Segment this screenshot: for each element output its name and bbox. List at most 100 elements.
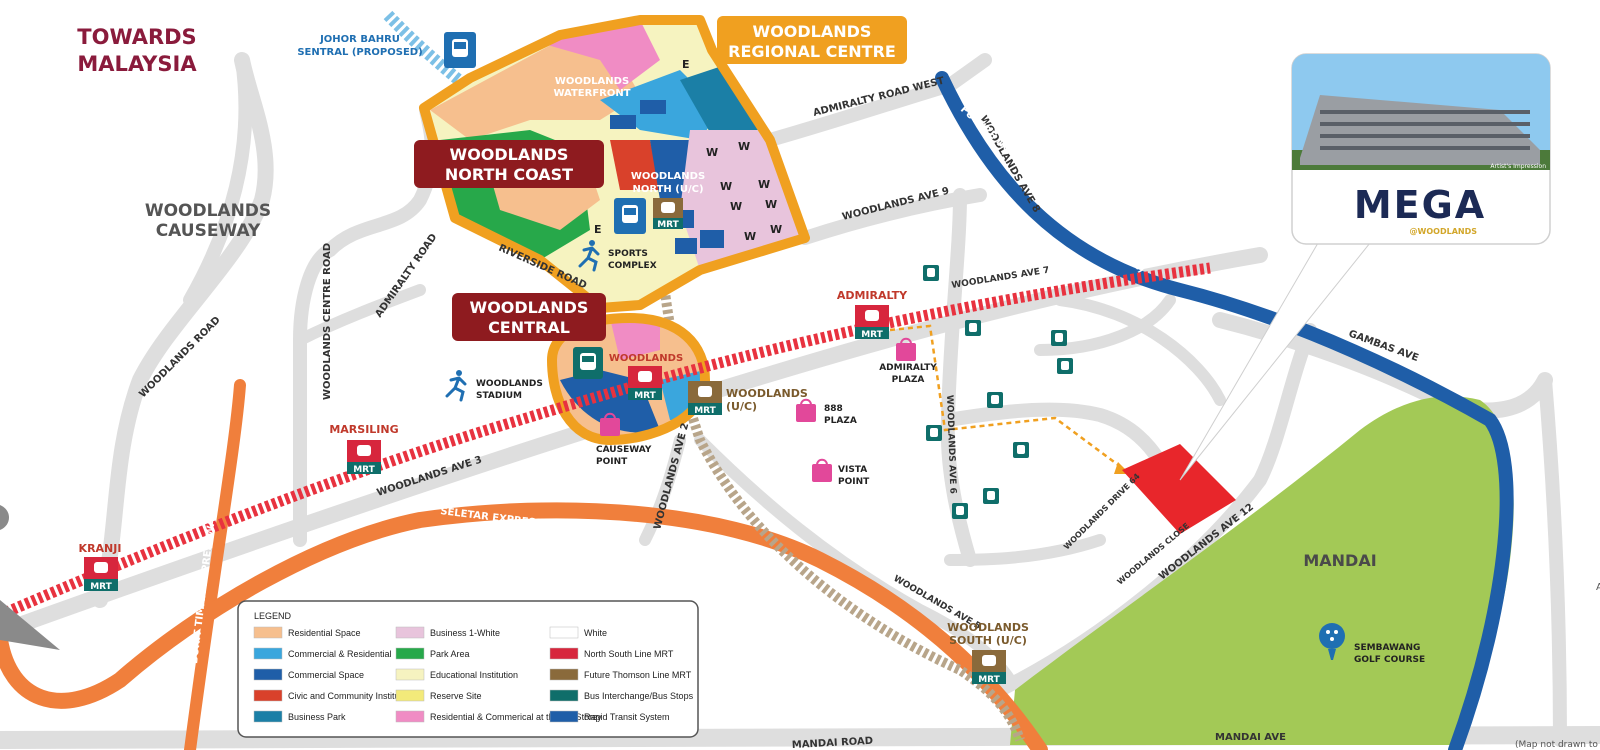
bus-stop-icon xyxy=(1013,442,1029,458)
central-badge: WOODLANDS CENTRAL xyxy=(452,293,606,341)
business-white-marker: W xyxy=(758,178,770,191)
business-white-marker: W xyxy=(720,180,732,193)
causeway-point-line1: CAUSEWAY xyxy=(596,445,652,455)
bus-interchange-jb-icon xyxy=(444,32,476,68)
legend-item-label: Business Park xyxy=(288,712,346,722)
plaza-888-line1: 888 xyxy=(824,404,843,414)
causeway-line1: WOODLANDS xyxy=(145,201,271,221)
mrt-badges: MRT MRT MRT MRT MRT MRT xyxy=(84,198,1006,685)
footnote: (Map not drawn to xyxy=(1515,740,1598,750)
legend-swatch xyxy=(253,626,283,639)
legend-swatch xyxy=(253,689,283,702)
north-coast-badge: WOODLANDS NORTH COAST xyxy=(414,140,604,188)
business-white-marker: W xyxy=(770,223,782,236)
business-white-marker: W xyxy=(706,146,718,159)
mega-logo-sub: @WOODLANDS xyxy=(1410,227,1478,236)
bus-stop-icon xyxy=(1051,330,1067,346)
bus-stop-icon xyxy=(965,320,981,336)
mega-site-parcel[interactable] xyxy=(1122,444,1236,534)
legend-item-label: Park Area xyxy=(430,649,470,659)
mrt-marsiling-icon: MRT xyxy=(347,440,381,475)
business-white-marker: W xyxy=(738,140,750,153)
shopping-bag-icon xyxy=(600,412,620,436)
mega-promo-card[interactable]: Artist's Impression MEGA @WOODLANDS xyxy=(1291,53,1551,245)
legend-swatch xyxy=(549,710,579,723)
legend-item-label: North South Line MRT xyxy=(584,649,674,659)
golf-ball-icon xyxy=(1319,623,1345,660)
sports-complex-line1: SPORTS xyxy=(608,249,648,259)
station-kranji-label: KRANJI xyxy=(79,542,122,555)
mandai-label: MANDAI xyxy=(1303,551,1376,570)
road-admiralty-road: ADMIRALTY ROAD xyxy=(373,232,439,320)
legend-swatch xyxy=(253,710,283,723)
sports-complex-line2: COMPLEX xyxy=(608,261,657,271)
legend-item-label: Civic and Community Institution xyxy=(288,691,414,701)
legend-swatch xyxy=(549,668,579,681)
rc-outline xyxy=(419,15,810,313)
shopping-bag-icon xyxy=(796,398,816,422)
edge-letter: A xyxy=(1596,582,1600,593)
bus-interchange-north-icon xyxy=(614,198,646,234)
road-woodlands-ave-7: WOODLANDS AVE 7 xyxy=(951,266,1050,291)
legend-swatch xyxy=(253,647,283,660)
svg-text:CENTRAL: CENTRAL xyxy=(488,318,570,337)
mrt-admiralty-icon: MRT xyxy=(855,305,889,340)
legend-item-label: Rapid Transit System xyxy=(584,712,670,722)
road-mandai-road: MANDAI ROAD xyxy=(792,736,874,750)
bus-stop-icon xyxy=(987,392,1003,408)
station-woodlands-south-line2: SOUTH (U/C) xyxy=(949,634,1027,647)
photo-caption: Artist's Impression xyxy=(1490,163,1546,170)
legend-swatch xyxy=(395,668,425,681)
legend-item-label: White xyxy=(584,628,607,638)
shopping-bag-icon xyxy=(896,337,916,361)
jb-sentral-line2: SENTRAL (PROPOSED) xyxy=(297,47,422,58)
station-admiralty-label: ADMIRALTY xyxy=(837,289,908,302)
svg-text:MRT: MRT xyxy=(978,675,1000,685)
edge-arrow-icon xyxy=(0,600,60,650)
legend-title: LEGEND xyxy=(254,611,292,621)
legend-swatch xyxy=(549,689,579,702)
legend-item-label: Business 1-White xyxy=(430,628,500,638)
svg-text:MRT: MRT xyxy=(634,391,656,401)
svg-text:WOODLANDS: WOODLANDS xyxy=(753,22,872,41)
mrt-woodlands-south-icon: MRT xyxy=(972,650,1006,685)
vista-point-line1: VISTA xyxy=(838,465,867,475)
towards-malaysia-line1: TOWARDS xyxy=(77,25,196,49)
legend-item-label: Bus Interchange/Bus Stops xyxy=(584,691,694,701)
legend-swatch xyxy=(395,626,425,639)
education-marker: E xyxy=(594,223,602,236)
svg-text:WOODLANDS: WOODLANDS xyxy=(470,298,589,317)
mrt-woodlands-icon: MRT xyxy=(628,366,662,401)
admiralty-plaza-line2: PLAZA xyxy=(892,375,925,385)
walkway-route xyxy=(889,324,1126,472)
svg-text:MRT: MRT xyxy=(694,406,716,416)
mrt-woodlands-tel-icon: MRT xyxy=(688,381,722,416)
mandai-area xyxy=(1010,396,1514,745)
station-labels: KRANJI MARSILING WOODLANDS WOODLANDS (U/… xyxy=(79,171,1029,647)
bus-stop-icon xyxy=(923,265,939,281)
legend-item-label: Residential & Commerical at the 1st Stor… xyxy=(430,712,602,722)
place-labels: JOHOR BAHRU SENTRAL (PROPOSED) SPORTS CO… xyxy=(297,34,1425,665)
svg-text:MRT: MRT xyxy=(90,582,112,592)
mrt-woodlands-north-icon: MRT xyxy=(653,198,683,230)
svg-text:WOODLANDS: WOODLANDS xyxy=(450,145,569,164)
runner-icon xyxy=(445,370,467,402)
station-woodlands-north-line1: WOODLANDS xyxy=(631,171,705,182)
business-white-marker: W xyxy=(730,200,742,213)
road-nse: FUTURE NORTH-SOUTH EXPRESSWAY (NSE) xyxy=(958,104,1147,275)
bus-stop-icon xyxy=(952,503,968,519)
building-rendering xyxy=(1300,95,1540,165)
bus-interchange-central-icon xyxy=(573,347,603,379)
amenity-icons xyxy=(445,240,1345,660)
region-labels: TOWARDS MALAYSIA WOODLANDS CAUSEWAY MAND… xyxy=(77,25,1376,570)
legend-item-label: Commercial Space xyxy=(288,670,364,680)
bus-icons xyxy=(444,32,1073,519)
legend-item-label: Reserve Site xyxy=(430,691,482,701)
golf-line2: GOLF COURSE xyxy=(1354,655,1425,665)
business-white-marker: W xyxy=(744,230,756,243)
station-woodlands-label: WOODLANDS xyxy=(609,353,683,364)
svg-text:MRT: MRT xyxy=(861,330,883,340)
bus-stop-icon xyxy=(1057,358,1073,374)
legend-swatch xyxy=(253,668,283,681)
